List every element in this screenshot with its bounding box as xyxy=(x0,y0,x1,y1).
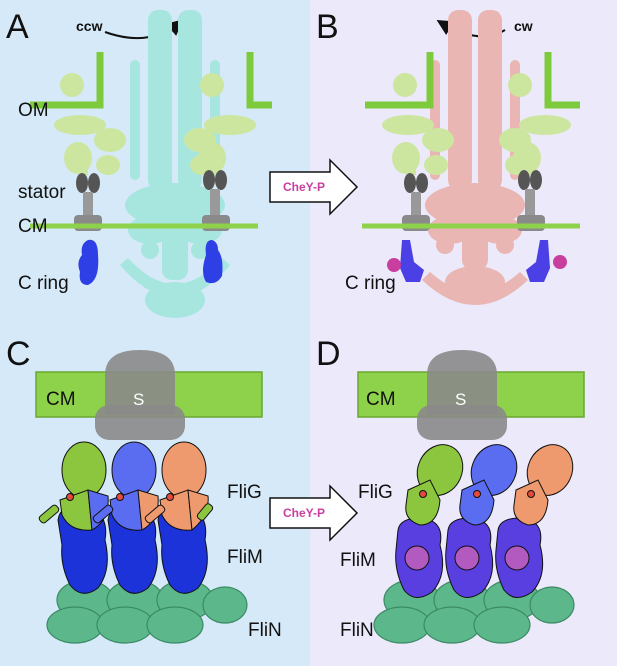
cring-left-b xyxy=(400,240,424,282)
label-stator: stator xyxy=(18,182,66,203)
label-flig-c: FliG xyxy=(227,482,262,503)
flin-c xyxy=(46,579,248,644)
flim-d xyxy=(395,517,544,598)
label-om: OM xyxy=(18,100,49,121)
om-left xyxy=(30,52,104,109)
om-right-b xyxy=(544,52,580,109)
om-right xyxy=(246,52,272,109)
label-cring-b: C ring xyxy=(345,273,396,294)
stator-base-c xyxy=(95,405,185,440)
panel-letter-c: C xyxy=(6,335,31,373)
label-s-c: S xyxy=(133,390,144,409)
label-flim-d: FliM xyxy=(340,550,376,571)
label-cring-a: C ring xyxy=(18,273,69,294)
lp-ring-left-b xyxy=(393,73,417,97)
panel-a: A ccw OM xyxy=(6,8,272,318)
cring-left-a xyxy=(78,239,99,285)
panel-letter-d: D xyxy=(316,335,341,373)
panel-letter-a: A xyxy=(6,8,29,46)
chey-dot-left xyxy=(387,258,401,272)
panel-d: D CM S xyxy=(316,335,585,644)
label-flig-d: FliG xyxy=(358,482,393,503)
stator-base-d xyxy=(417,405,507,440)
periplasm-proteins xyxy=(54,115,256,175)
chey-dot-right xyxy=(553,255,567,269)
flig-c xyxy=(38,441,214,531)
rotation-label-cw: cw xyxy=(514,18,533,34)
lp-ring-right xyxy=(200,73,224,97)
panel-b: B cw xyxy=(316,8,580,305)
chey-arrow-top: CheY-P xyxy=(269,158,359,216)
periplasm-proteins-b xyxy=(382,115,571,175)
cring-right-a xyxy=(203,240,223,284)
rotation-arrow-ccw xyxy=(104,19,184,40)
label-s-d: S xyxy=(455,390,466,409)
flig-d xyxy=(405,444,574,526)
rotation-label-ccw: ccw xyxy=(76,18,103,34)
cring-right-b xyxy=(526,240,550,282)
om-left-b xyxy=(365,52,434,109)
lp-ring-left xyxy=(60,73,84,97)
chey-arrow-bottom: CheY-P xyxy=(269,484,359,542)
label-flin-c: FliN xyxy=(248,620,282,641)
chey-label-bottom: CheY-P xyxy=(283,506,325,520)
panel-c: C CM S xyxy=(6,335,282,644)
label-cm-a: CM xyxy=(18,216,48,237)
stator-s-c xyxy=(105,350,175,415)
label-flin-d: FliN xyxy=(340,620,374,641)
panel-letter-b: B xyxy=(316,8,339,46)
chey-label-top: CheY-P xyxy=(283,180,325,194)
label-cm-d: CM xyxy=(366,389,396,410)
stator-s-d xyxy=(427,350,497,415)
label-flim-c: FliM xyxy=(227,547,263,568)
label-cm-c: CM xyxy=(46,389,76,410)
lp-ring-right-b xyxy=(508,73,532,97)
